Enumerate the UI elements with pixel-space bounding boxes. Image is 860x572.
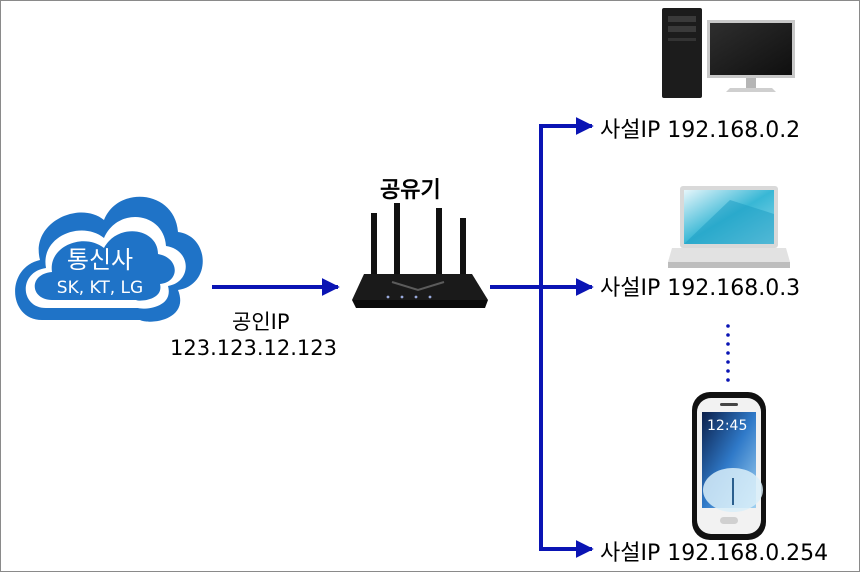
- cloud-icon: [15, 196, 203, 322]
- smartphone-icon: [692, 392, 766, 540]
- phone-time: 12:45: [707, 418, 748, 434]
- ellipsis-dots: [726, 324, 730, 382]
- public-ip-value: 123.123.12.123: [170, 336, 337, 360]
- cloud-title: 통신사: [66, 246, 134, 274]
- desktop-pc-icon: [662, 8, 795, 98]
- router-title: 공유기: [380, 178, 441, 203]
- router-icon: [352, 203, 488, 308]
- private-ip-3: 사설IP 192.168.0.254: [600, 541, 829, 566]
- laptop-icon: [668, 186, 790, 268]
- cloud-subtitle: SK, KT, LG: [56, 278, 144, 298]
- public-ip-label: 공인IP: [232, 310, 290, 334]
- private-ip-1: 사설IP 192.168.0.2: [600, 118, 801, 143]
- private-ip-2: 사설IP 192.168.0.3: [600, 276, 801, 301]
